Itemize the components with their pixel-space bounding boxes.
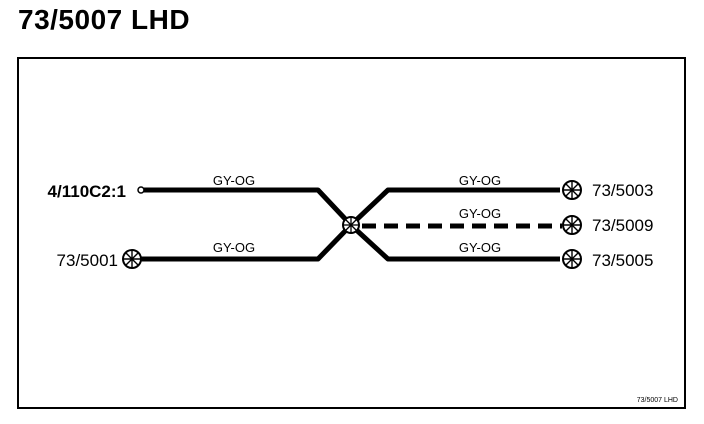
diagram-title: 73/5007 LHD [18, 4, 191, 35]
wire-right-bottom [350, 224, 560, 262]
connector-label-left-top: 4/110C2:1 [48, 182, 126, 201]
wire-left-top [144, 187, 352, 226]
terminal-open-icon [137, 186, 145, 194]
connector-label-right-middle: 73/5009 [592, 216, 653, 235]
wire-right-top [350, 187, 560, 226]
splice-icon [342, 216, 360, 234]
connector-right-bottom-icon [562, 249, 582, 269]
wire-label-right-bottom: GY-OG [459, 240, 501, 255]
connector-label-left-bottom: 73/5001 [57, 251, 118, 270]
wire-label-left-bottom: GY-OG [213, 240, 255, 255]
connector-right-top-icon [562, 180, 582, 200]
connector-right-middle-icon [562, 215, 582, 235]
wire-left-bottom [136, 224, 352, 262]
connector-label-right-bottom: 73/5005 [592, 251, 653, 270]
footer-label: 73/5007 LHD [637, 397, 678, 404]
wire-label-left-top: GY-OG [213, 173, 255, 188]
wire-label-right-middle: GY-OG [459, 206, 501, 221]
connector-label-right-top: 73/5003 [592, 181, 653, 200]
wire-label-right-top: GY-OG [459, 173, 501, 188]
connector-left-bottom-icon [122, 249, 142, 269]
diagram-frame [17, 57, 686, 409]
